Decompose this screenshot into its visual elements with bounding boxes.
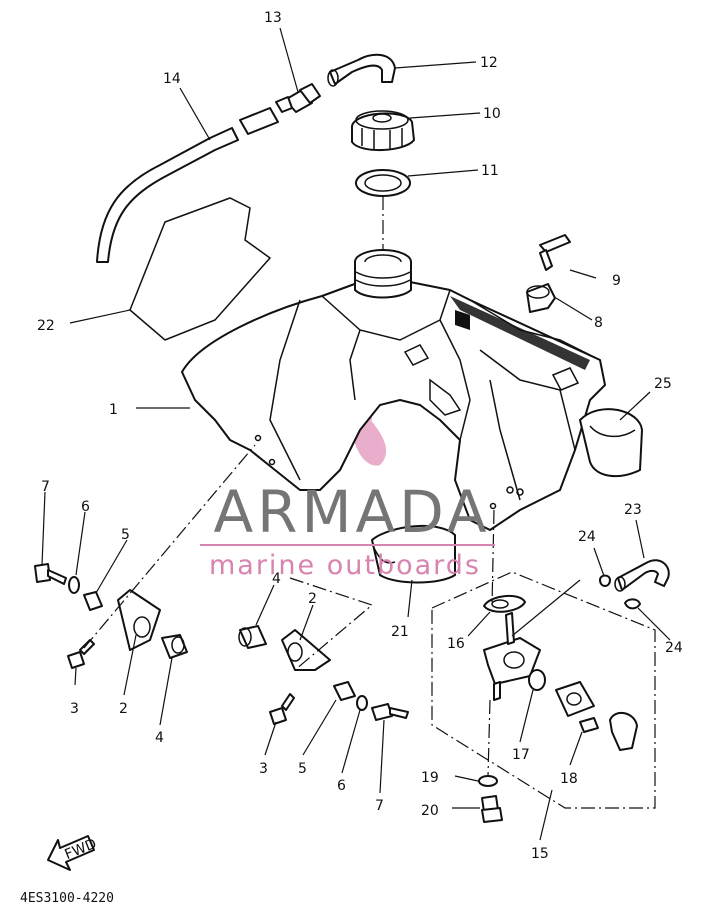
watermark-tagline: marine outboards xyxy=(209,550,481,581)
tank-damper xyxy=(526,283,556,313)
fwd-arrow-icon: FWD xyxy=(47,835,99,871)
callout-18: 18 xyxy=(560,771,578,787)
bolt-3-left xyxy=(67,639,95,669)
bolt-7-left xyxy=(34,563,67,585)
damper-4-center xyxy=(238,625,267,649)
damper-21 xyxy=(371,524,456,584)
breather-hose xyxy=(96,107,279,263)
callout-4-left: 4 xyxy=(155,730,164,746)
bracket-2-left xyxy=(117,589,161,651)
fuel-cap xyxy=(351,110,415,152)
callout-19: 19 xyxy=(421,770,439,786)
tank-side-cover xyxy=(129,197,272,341)
callout-3-left: 3 xyxy=(70,701,79,717)
callout-25: 25 xyxy=(654,376,672,392)
callout-24-lower: 24 xyxy=(665,640,683,656)
callout-5-center: 5 xyxy=(298,761,307,777)
callout-labels: 1 2 2 3 3 4 4 5 5 6 6 7 7 8 9 10 11 12 1… xyxy=(37,10,683,862)
drain-bolt-20 xyxy=(481,795,503,823)
callout-9: 9 xyxy=(612,273,621,289)
callout-7-center: 7 xyxy=(375,798,384,814)
callout-6-center: 6 xyxy=(337,778,346,794)
callout-22: 22 xyxy=(37,318,55,334)
callout-6-left: 6 xyxy=(81,499,90,515)
bracket-2-center xyxy=(281,629,331,671)
bolt-3-center xyxy=(269,693,295,725)
breather-valve xyxy=(275,83,321,113)
tank-band xyxy=(579,408,643,478)
fuel-cock-group-boundary xyxy=(431,571,656,809)
callout-13: 13 xyxy=(264,10,282,26)
fuel-tank xyxy=(181,249,606,531)
clip-24-lower xyxy=(624,598,641,610)
callout-20: 20 xyxy=(421,803,439,819)
breather-hose-upper xyxy=(327,53,396,87)
o-ring-17 xyxy=(528,669,546,691)
callout-16: 16 xyxy=(447,636,465,652)
callout-23: 23 xyxy=(624,502,642,518)
washer-6-left xyxy=(68,576,80,594)
cap-gasket xyxy=(355,169,411,197)
callout-15: 15 xyxy=(531,846,549,862)
callout-7-left: 7 xyxy=(41,479,50,495)
screw-18 xyxy=(579,717,599,733)
watermark-brand: ARMADA xyxy=(213,478,490,546)
callout-1: 1 xyxy=(109,402,118,418)
washer-6-center xyxy=(356,695,368,711)
diagram-code: 4ES3100-4220 xyxy=(20,891,114,906)
cock-lever xyxy=(609,711,638,751)
callout-24-upper: 24 xyxy=(578,529,596,545)
callout-14: 14 xyxy=(163,71,181,87)
fwd-label: FWD xyxy=(63,836,99,863)
callout-12: 12 xyxy=(480,55,498,71)
callout-8: 8 xyxy=(594,315,603,331)
callout-5-left: 5 xyxy=(121,527,130,543)
callout-11: 11 xyxy=(481,163,499,179)
cock-plate xyxy=(555,681,595,717)
damper-4-left xyxy=(161,634,188,659)
bolt-7-center xyxy=(371,703,409,721)
callout-2-left: 2 xyxy=(119,701,128,717)
callout-17: 17 xyxy=(512,747,530,763)
leader-lines xyxy=(41,27,671,841)
fuel-hose xyxy=(614,559,670,592)
bolt-9 xyxy=(539,234,571,271)
clip-24-upper xyxy=(599,574,611,587)
washer-19 xyxy=(478,775,498,787)
callout-21: 21 xyxy=(391,624,409,640)
callout-4-center: 4 xyxy=(272,571,281,587)
collar-5-left xyxy=(83,591,103,611)
strainer-gasket-16 xyxy=(483,594,526,613)
collar-5-center xyxy=(333,681,356,701)
callout-3-center: 3 xyxy=(259,761,268,777)
callout-2-center: 2 xyxy=(308,591,317,607)
callout-10: 10 xyxy=(483,106,501,122)
